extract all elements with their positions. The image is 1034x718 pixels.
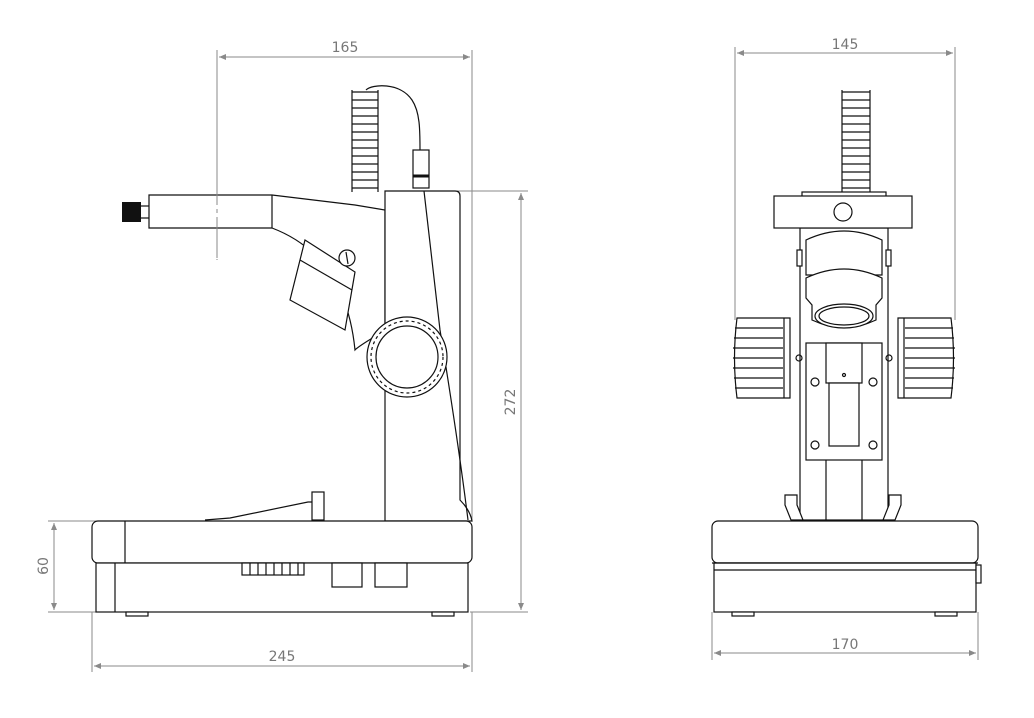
focus-plate (805, 342, 883, 461)
dimension-label-base-depth: 245 (269, 649, 296, 665)
dimension-label-base-height: 60 (36, 557, 52, 575)
coiled-cable (801, 90, 887, 198)
dimension-label-arm-reach: 165 (332, 40, 359, 56)
stage-clip-right[interactable] (882, 494, 902, 521)
switch-right[interactable] (374, 562, 408, 588)
focus-knob-right[interactable] (897, 317, 955, 399)
dimension-label-knob-width: 145 (832, 37, 859, 53)
dimension-170: 170 (711, 612, 979, 660)
focus-knob[interactable] (366, 316, 448, 398)
dimension-245: 245 (91, 612, 473, 672)
base (91, 491, 473, 617)
focus-knob-left[interactable] (733, 317, 791, 399)
side-view: 165 272 60 245 (36, 40, 528, 672)
head-block (773, 195, 913, 229)
power-socket (975, 564, 982, 584)
lens-cylinder (796, 230, 892, 329)
front-view: 145 170 (711, 37, 982, 660)
switch-left[interactable] (331, 562, 363, 588)
dimension-label-base-width: 170 (832, 637, 859, 653)
microscope-arm (122, 175, 386, 352)
dimension-145: 145 (734, 37, 956, 320)
dimmer-wheel[interactable] (241, 562, 305, 576)
coiled-cable (351, 85, 430, 192)
dimension-272: 272 (420, 190, 528, 613)
focus-lock-knob-icon (122, 202, 141, 222)
stage-clip-left[interactable] (784, 494, 804, 521)
dimension-label-height: 272 (503, 389, 519, 416)
base (711, 520, 982, 617)
